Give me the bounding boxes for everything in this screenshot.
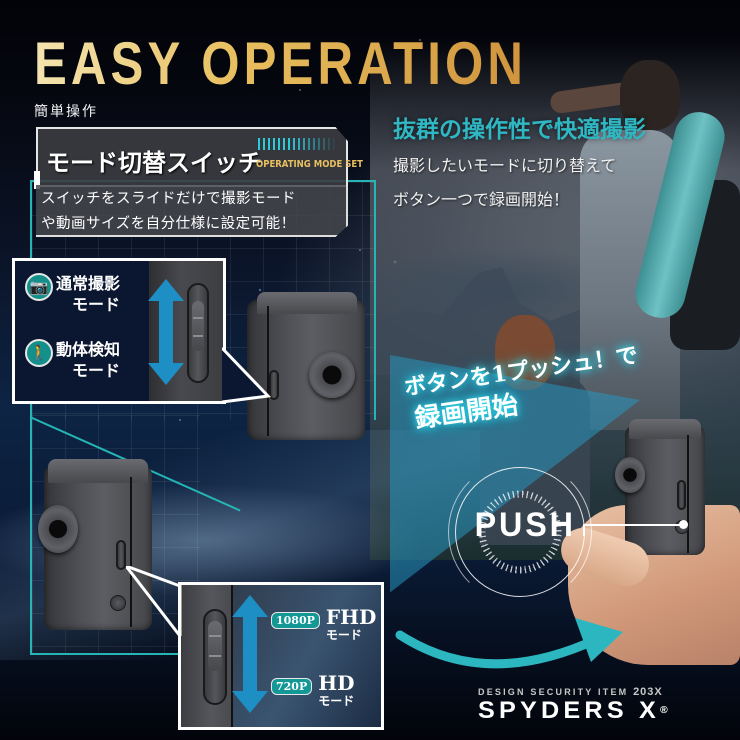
resolution-callout: 1080P FHD モード 720P HD モード — [178, 582, 384, 730]
camera-device-in-hand — [615, 419, 705, 555]
push-ring-outer — [448, 460, 592, 604]
resolution-item-fhd: 1080P FHD モード — [271, 607, 376, 643]
brand-tag: DESIGN SECURITY ITEM 203X — [478, 686, 663, 698]
resolution-label-sub: モード — [325, 628, 362, 642]
camera-icon: 📷 — [25, 273, 53, 301]
mode-label-sub: モード — [72, 361, 121, 380]
brand-name-text: SPYDERS X — [478, 697, 661, 724]
brand-tag-text: DESIGN SECURITY ITEM — [478, 687, 629, 697]
tagline-main: 抜群の操作性で快適撮影 — [393, 116, 646, 143]
push-label: PUSH — [474, 506, 576, 544]
hiker-man-image — [549, 30, 740, 530]
brand-model-number: 203X — [633, 686, 663, 698]
tagline-line1: 撮影したいモードに切り替えて — [393, 156, 617, 175]
tagline: 抜群の操作性で快適撮影 撮影したいモードに切り替えて ボタン一つで録画開始！ — [393, 110, 646, 210]
resolution-label-sub: モード — [318, 694, 355, 708]
resolution-slider-switch — [203, 609, 227, 705]
mode-switch-card: モード切替スイッチ OPERATING MODE SET スイッチをスライドだけ… — [34, 127, 363, 237]
mode-item-motion-detection: 🚶 動体検知 モード — [25, 339, 120, 381]
mode-label: 通常撮影 — [56, 274, 121, 293]
mode-switch-callout: 📷 通常撮影 モード 🚶 動体検知 モード — [12, 258, 226, 404]
brand-logo: DESIGN SECURITY ITEM 203X SPYDERS X® — [478, 686, 668, 724]
callout-pointer — [126, 566, 182, 637]
resolution-badge: 1080P — [271, 612, 320, 629]
page-title: EASY OPERATION — [34, 30, 527, 97]
walking-person-icon: 🚶 — [25, 339, 53, 367]
resolution-item-hd: 720P HD モード — [271, 673, 354, 709]
operating-mode-tag: OPERATING MODE SET — [256, 159, 363, 170]
card-title-frame — [36, 127, 348, 187]
signal-bars-decoration — [258, 138, 338, 150]
frame-notch — [34, 171, 40, 189]
push-ring — [455, 467, 585, 597]
push-leader-line — [583, 524, 683, 526]
card-description-line2: や動画サイズを自分仕様に設定可能！ — [41, 216, 296, 232]
resolution-label: FHD — [325, 605, 377, 629]
card-description-box: スイッチをスライドだけで撮影モード や動画サイズを自分仕様に設定可能！ — [36, 185, 348, 237]
registered-mark: ® — [660, 705, 668, 716]
push-button-indicator — [679, 520, 688, 529]
tagline-line2: ボタン一つで録画開始！ — [393, 190, 570, 209]
callout-pointer — [222, 346, 272, 404]
push-leader-line-vertical — [583, 524, 585, 536]
card-title: モード切替スイッチ — [46, 149, 262, 177]
push-ring-ticks — [478, 490, 562, 574]
mode-slider-switch — [187, 283, 209, 383]
resolution-badge: 720P — [271, 678, 313, 695]
mode-item-normal-shooting: 📷 通常撮影 モード — [25, 273, 120, 315]
mode-label: 動体検知 — [56, 340, 121, 359]
mode-label-sub: モード — [72, 295, 121, 314]
up-down-arrow-icon — [148, 279, 184, 385]
camera-device-image — [247, 292, 365, 440]
card-description-line1: スイッチをスライドだけで撮影モード — [41, 191, 296, 207]
resolution-label: HD — [318, 671, 355, 695]
camera-device-image-front — [38, 459, 152, 630]
curved-arrow-icon — [395, 618, 623, 669]
brand-name: SPYDERS X® — [478, 698, 672, 724]
up-down-arrow-icon — [232, 595, 268, 713]
page-subtitle: 簡単操作 — [34, 104, 98, 120]
